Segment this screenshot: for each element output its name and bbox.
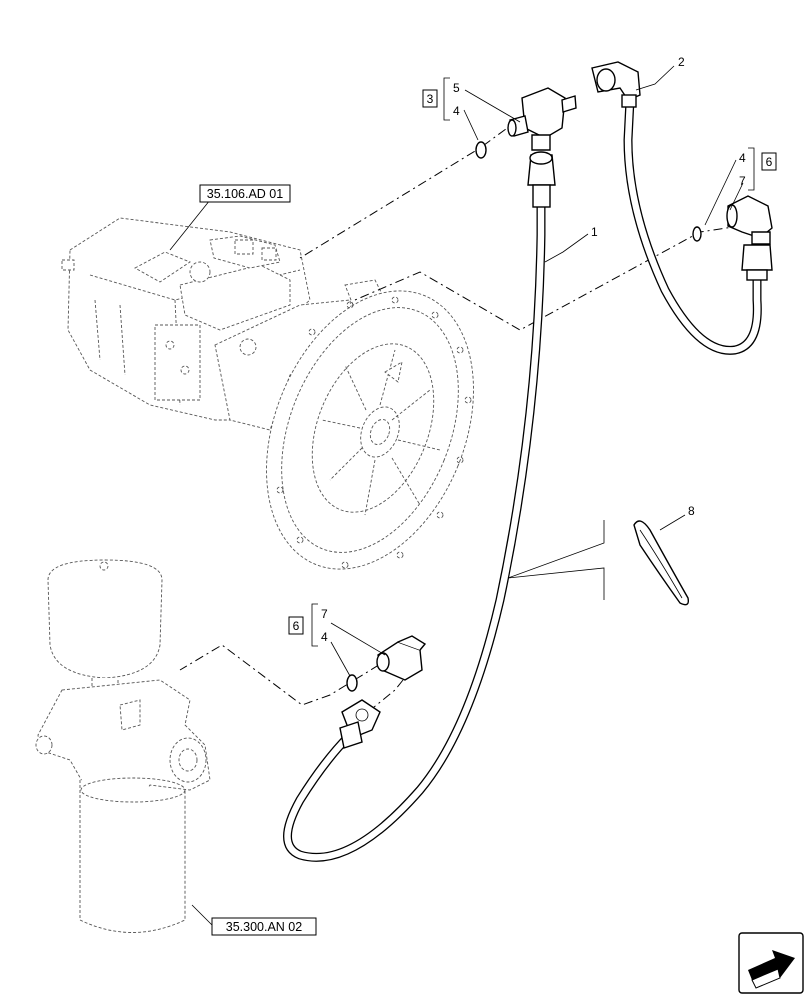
next-page-arrow-icon[interactable] — [738, 932, 804, 994]
cable-tie — [633, 520, 690, 606]
group-top-left-item-2: 4 — [453, 104, 460, 118]
group-right-item-1: 4 — [739, 151, 746, 165]
o-ring-right — [692, 226, 702, 242]
pump-reference[interactable]: 35.106.AD 01 — [199, 184, 291, 203]
group-bottom-box: 6 — [293, 619, 300, 633]
group-right: 4 7 6 — [739, 147, 777, 191]
filter-reference-label: 35.300.AN 02 — [226, 920, 302, 934]
accumulator-filter-assembly — [35, 559, 211, 933]
callout-cable-tie: 8 — [688, 504, 695, 518]
o-ring-top — [475, 141, 487, 159]
tee-fitting — [507, 87, 577, 165]
group-right-item-2: 7 — [739, 174, 746, 188]
flywheel-housing — [266, 290, 474, 570]
group-right-box: 6 — [766, 155, 773, 169]
callout-hose-2: 2 — [678, 55, 685, 69]
group-top-left-box: 3 — [427, 92, 434, 106]
hose-2 — [591, 61, 773, 355]
elbow-adapter-right — [726, 195, 773, 245]
group-top-left-item-1: 5 — [453, 81, 460, 95]
group-bottom-item-1: 7 — [321, 607, 328, 621]
group-bottom-item-2: 4 — [321, 630, 328, 644]
group-bottom: 6 7 4 — [288, 603, 328, 647]
group-top-left: 3 5 4 — [422, 77, 460, 121]
adapter-bottom — [376, 635, 427, 681]
hydraulic-pump-assembly — [61, 217, 386, 431]
filter-reference[interactable]: 35.300.AN 02 — [211, 917, 317, 936]
leader-lines — [169, 65, 744, 926]
o-ring-bottom — [346, 674, 358, 692]
pump-reference-label: 35.106.AD 01 — [207, 187, 283, 201]
callout-hose-1: 1 — [591, 225, 598, 239]
